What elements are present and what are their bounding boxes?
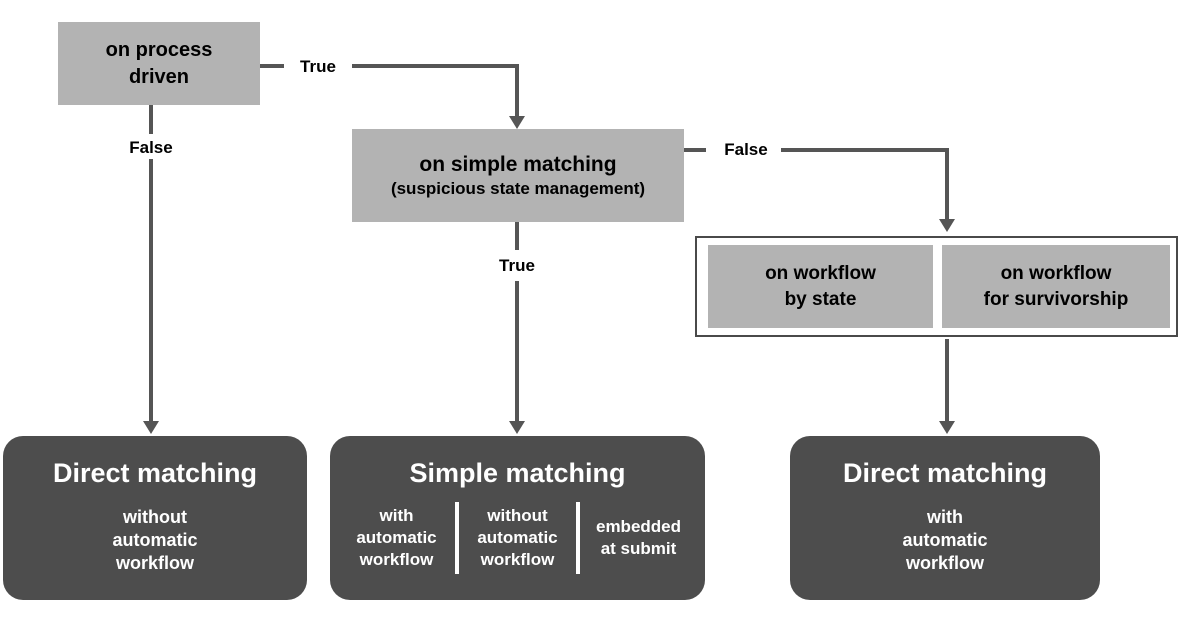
decision-on-simple-matching-label: on simple matching	[419, 153, 617, 176]
result-direct-matching-left-subtitle: without automatic workflow	[112, 507, 198, 573]
result-direct-matching-right-subtitle: with automatic workflow	[902, 507, 988, 573]
result-simple-matching-options: with automatic workflow without automati…	[330, 502, 705, 574]
decision-on-simple-matching-sublabel: (suspicious state management)	[390, 179, 646, 198]
option-embedded-at-submit: embedded at submit	[595, 517, 682, 558]
decision-on-workflow-for-survivorship: on workflow for survivorship	[942, 245, 1170, 328]
edge-process-true-segment-3	[515, 64, 519, 117]
edge-matching-false-segment-3	[945, 148, 949, 220]
arrowhead-into-direct-matching-left	[143, 421, 159, 434]
arrowhead-into-simple-matching	[509, 116, 525, 129]
edge-label-process-false: False	[129, 138, 173, 157]
edge-workflow-down-segment	[945, 339, 949, 421]
workflow-options-group: on workflow by state on workflow for sur…	[695, 236, 1178, 337]
arrowhead-into-workflow-group	[939, 219, 955, 232]
edge-process-true-segment-1	[260, 64, 284, 68]
arrowhead-into-direct-matching-right	[939, 421, 955, 434]
edge-process-false-segment-1	[149, 105, 153, 134]
edge-label-process-true: True	[300, 57, 336, 76]
edge-matching-true-segment-2	[515, 281, 519, 421]
option-with-automatic-workflow: with automatic workflow	[356, 506, 437, 569]
option-without-automatic-workflow: without automatic workflow	[477, 506, 558, 569]
edge-matching-false-segment-2	[781, 148, 949, 152]
decision-on-process-driven: on process driven	[58, 22, 260, 105]
result-direct-matching-left: Direct matching without automatic workfl…	[3, 436, 307, 600]
edge-matching-true-segment-1	[515, 222, 519, 250]
option-divider	[576, 502, 580, 574]
option-divider	[455, 502, 459, 574]
result-direct-matching-right: Direct matching with automatic workflow	[790, 436, 1100, 600]
result-simple-matching: Simple matching with automatic workflow …	[330, 436, 705, 600]
edge-matching-false-segment-1	[684, 148, 706, 152]
edge-process-false-segment-2	[149, 159, 153, 421]
edge-process-true-segment-2	[352, 64, 519, 68]
decision-on-workflow-by-state: on workflow by state	[708, 245, 933, 328]
arrowhead-into-simple-matching-result	[509, 421, 525, 434]
result-direct-matching-left-title: Direct matching	[52, 458, 258, 488]
result-simple-matching-title: Simple matching	[409, 458, 626, 488]
edge-label-matching-false: False	[724, 140, 768, 159]
decision-on-simple-matching: on simple matching (suspicious state man…	[352, 129, 684, 222]
result-direct-matching-right-title: Direct matching	[842, 458, 1048, 488]
edge-label-matching-true: True	[499, 256, 535, 275]
